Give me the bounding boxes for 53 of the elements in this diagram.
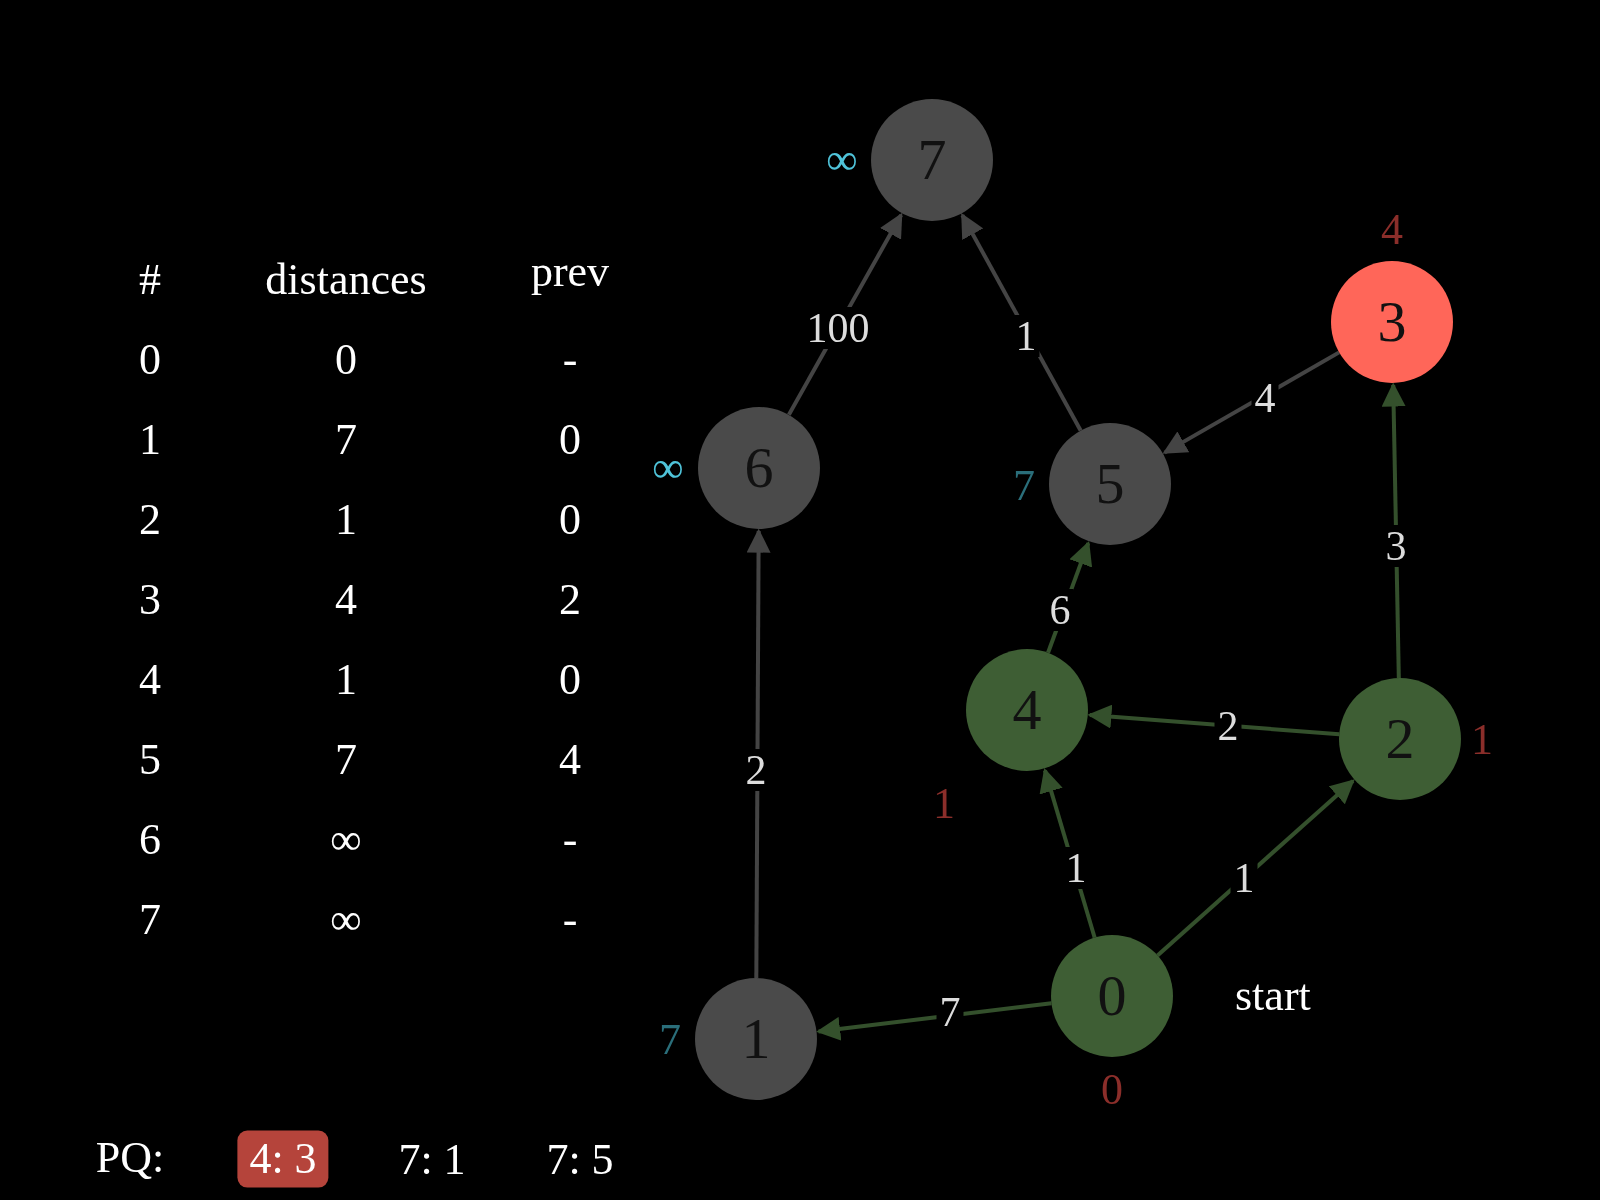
- distance-label: 1: [1471, 718, 1493, 762]
- table-value: -: [562, 898, 578, 942]
- table-value: 4: [139, 658, 161, 702]
- queue-item: 7: 1: [398, 1138, 466, 1182]
- table-value: 2: [559, 578, 581, 622]
- node-number: 6: [744, 439, 774, 497]
- distance-label: ∞: [826, 138, 858, 182]
- node-number: 2: [1385, 710, 1415, 768]
- node-number: 3: [1377, 293, 1407, 351]
- table-value: 5: [139, 738, 161, 782]
- table-value: 7: [139, 898, 161, 942]
- table-value: 4: [335, 578, 357, 622]
- distance-label: 4: [1381, 208, 1403, 252]
- table-value: 2: [139, 498, 161, 542]
- table-value: 6: [139, 818, 161, 862]
- table-value: 3: [139, 578, 161, 622]
- table-value: 7: [335, 418, 357, 462]
- table-value: -: [562, 338, 578, 382]
- node-number: 1: [741, 1010, 771, 1068]
- queue-item-highlighted: 4: 3: [237, 1130, 329, 1188]
- node-number: 4: [1012, 681, 1042, 739]
- table-value: ∞: [330, 898, 362, 942]
- arrow: [746, 528, 771, 978]
- column-header: prev: [530, 250, 610, 294]
- column-header: #: [139, 258, 161, 302]
- table-value: 4: [559, 738, 581, 782]
- arrow: [1087, 704, 1340, 737]
- distance-label: 7: [1013, 464, 1035, 508]
- arrow: [816, 1001, 1052, 1041]
- column-header: distances: [265, 258, 427, 302]
- edge-label: 1: [1012, 315, 1040, 357]
- table-value: ∞: [330, 818, 362, 862]
- table-value: 1: [139, 418, 161, 462]
- distance-label: 1: [933, 782, 955, 826]
- queue-item: 7: 5: [546, 1138, 614, 1182]
- table-value: 1: [335, 658, 357, 702]
- table-value: 0: [559, 658, 581, 702]
- table-value: -: [562, 818, 578, 862]
- arrow: [1156, 779, 1355, 957]
- queue-label: PQ:: [95, 1136, 165, 1180]
- start-label: start: [1235, 974, 1311, 1018]
- distance-label: 0: [1101, 1068, 1123, 1112]
- node-number: 0: [1097, 967, 1127, 1025]
- table-value: 1: [335, 498, 357, 542]
- table-value: 7: [335, 738, 357, 782]
- table-value: 0: [559, 498, 581, 542]
- table-value: 0: [559, 418, 581, 462]
- distance-label: ∞: [652, 446, 684, 490]
- distance-label: 7: [659, 1018, 681, 1062]
- node-number: 7: [917, 131, 947, 189]
- table-value: 0: [139, 338, 161, 382]
- node-number: 5: [1095, 455, 1125, 513]
- table-value: 0: [335, 338, 357, 382]
